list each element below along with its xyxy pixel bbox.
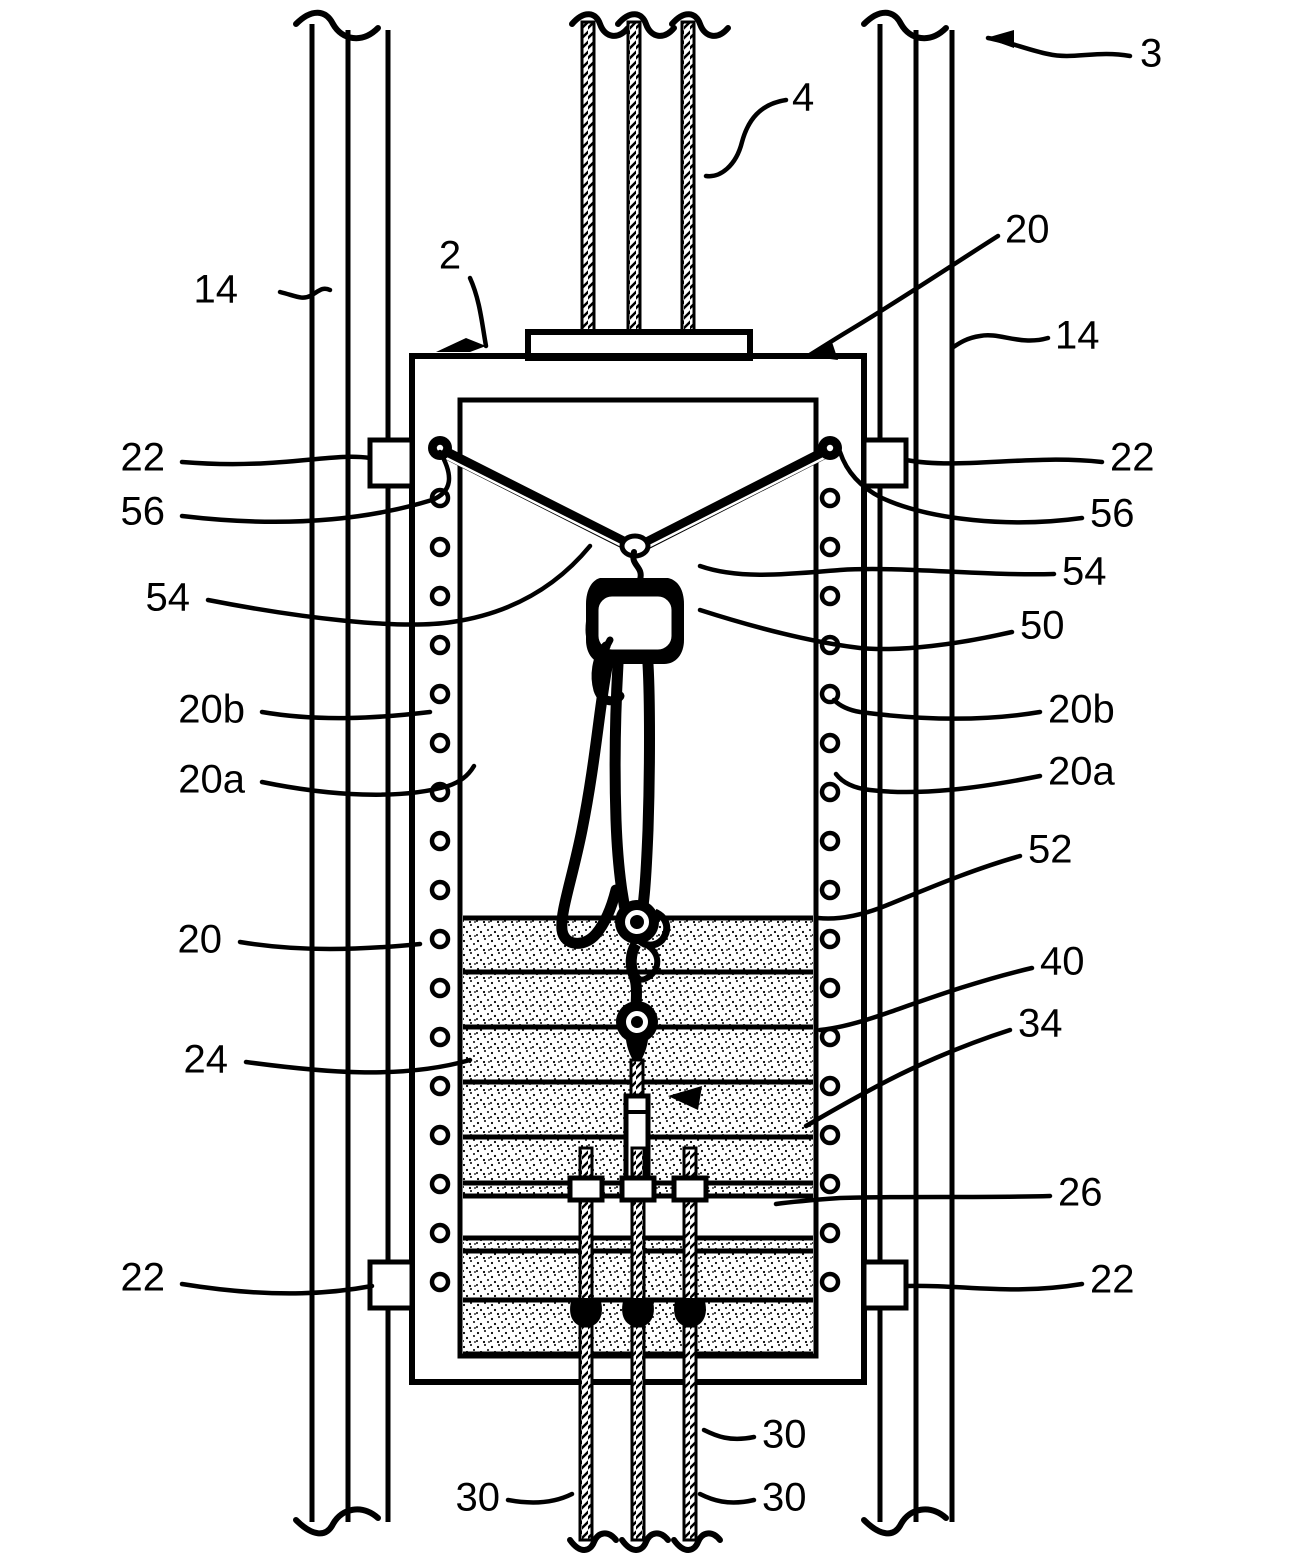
- label-30-bottom-right-upper: 30: [762, 1413, 807, 1457]
- car-wall-holes-left: [429, 487, 451, 1293]
- label-24-left: 24: [184, 1038, 229, 1082]
- label-14-top-left: 14: [194, 268, 239, 312]
- label-52-right: 52: [1028, 828, 1073, 872]
- leader-lines-right: [697, 30, 1133, 1505]
- label-22-upper-left: 22: [121, 436, 166, 480]
- label-40-right: 40: [1040, 940, 1085, 984]
- label-22-lower-left: 22: [121, 1256, 166, 1300]
- comp-rope-center: [619, 1146, 671, 1553]
- label-50-right: 50: [1020, 604, 1065, 648]
- label-20b-right: 20b: [1048, 688, 1115, 732]
- suspension-ropes-top: [569, 11, 731, 336]
- arrow-head-40: [668, 1086, 702, 1110]
- lower-sheave-52: [616, 1001, 658, 1066]
- car-wall-holes-right: [819, 487, 841, 1293]
- pivot-right-icon: [818, 436, 842, 460]
- label-54-right: 54: [1062, 550, 1107, 594]
- guide-shoe-upper-right: [861, 437, 909, 489]
- label-30-bottom-left: 30: [456, 1476, 501, 1520]
- label-34-right: 34: [1018, 1002, 1063, 1046]
- label-20-top-right: 20: [1005, 208, 1050, 252]
- sheave-link: [625, 941, 661, 1011]
- guide-shoe-upper-left: [367, 437, 415, 489]
- upper-sheave-pulley: [615, 900, 671, 949]
- label-20a-right: 20a: [1048, 750, 1115, 794]
- guide-shoe-lower-left: [367, 1259, 415, 1311]
- label-14-right: 14: [1055, 314, 1100, 358]
- label-20b-left: 20b: [178, 688, 245, 732]
- label-3-top-right: 3: [1140, 32, 1162, 76]
- reference-numerals: 14 22 56 54 20b 20a 20 24 22 2 30 3 4 20…: [121, 32, 1163, 1520]
- pivot-left-icon: [428, 436, 452, 460]
- label-56-left: 56: [121, 490, 166, 534]
- compensating-ropes-30: [567, 1146, 723, 1553]
- label-22-upper-right: 22: [1110, 436, 1155, 480]
- label-4-top: 4: [792, 76, 814, 120]
- diagonal-arm-left: [434, 444, 640, 554]
- guide-shoe-lower-right: [861, 1259, 909, 1311]
- rope-top-1: [569, 11, 631, 336]
- label-54-left: 54: [146, 576, 191, 620]
- comp-rope-right: [671, 1146, 723, 1553]
- label-2-top: 2: [439, 234, 461, 278]
- label-20-left: 20: [178, 918, 223, 962]
- label-20a-left: 20a: [178, 758, 245, 802]
- label-22-lower-right: 22: [1090, 1258, 1135, 1302]
- label-26-right: 26: [1058, 1171, 1103, 1215]
- label-30-bottom-right-lower: 30: [762, 1476, 807, 1520]
- label-56-right: 56: [1090, 492, 1135, 536]
- comp-rope-left: [567, 1146, 619, 1553]
- diagonal-arm-right: [632, 444, 836, 554]
- leader-lines-left: [179, 275, 593, 1505]
